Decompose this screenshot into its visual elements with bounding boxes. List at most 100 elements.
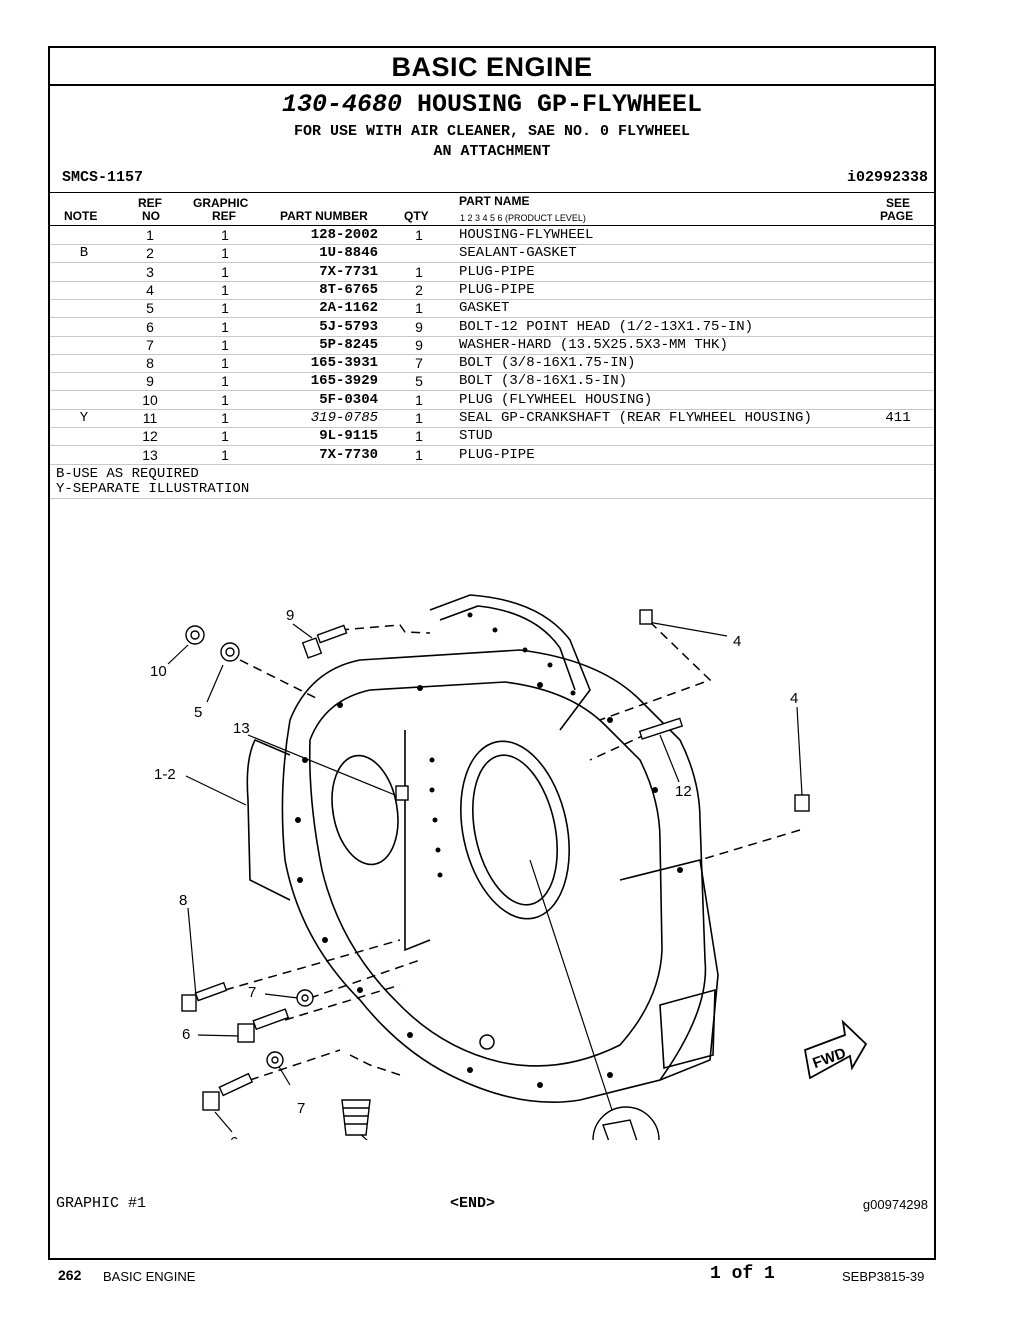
callout-8: 8 [179, 892, 187, 909]
group-part-number: 130-4680 [281, 90, 402, 119]
col-product-level: 1 2 3 4 5 6 (PRODUCT LEVEL) [460, 213, 586, 223]
cell-graphic: 1 [221, 391, 229, 408]
cell-part-number: 5P-8245 [319, 336, 378, 353]
col-graphic-2: REF [212, 209, 236, 223]
cell-ref: 3 [146, 263, 154, 280]
cell-name: SEALANT-GASKET [459, 245, 577, 262]
cell-graphic: 1 [221, 318, 229, 335]
cell-name: PLUG-PIPE [459, 263, 535, 280]
cell-qty: 1 [415, 227, 423, 243]
cell-name: PLUG-PIPE [459, 446, 535, 463]
cell-part-number: 7X-7731 [319, 263, 378, 280]
cell-part-number: 128-2002 [310, 227, 378, 243]
group-name: HOUSING GP-FLYWHEEL [417, 90, 703, 119]
cell-part-number: 319-0785 [310, 410, 378, 426]
cell-ref: 10 [142, 391, 158, 408]
footer-page-number: 262 [58, 1267, 82, 1283]
section-title-bar: BASIC ENGINE [50, 48, 934, 86]
callout-labels: 9 10 5 13 1-2 8 7 6 7 6 3 11 4 4 12 [150, 607, 798, 1140]
callout-13: 13 [233, 720, 250, 737]
cell-ref: 1 [146, 227, 154, 243]
callout-4b: 4 [790, 690, 798, 707]
callout-6b: 6 [230, 1134, 238, 1140]
cell-qty: 7 [415, 355, 423, 372]
footnote-b: B-USE AS REQUIRED [56, 466, 199, 482]
cell-name: BOLT-12 POINT HEAD (1/2-13X1.75-IN) [459, 318, 754, 335]
cell-graphic: 1 [221, 355, 229, 372]
col-ref-1: REF [138, 196, 162, 210]
cell-name: STUD [459, 428, 493, 445]
group-subtitle-1: FOR USE WITH AIR CLEANER, SAE NO. 0 FLYW… [293, 123, 691, 140]
cell-ref: 8 [146, 355, 154, 372]
cell-ref: 9 [146, 373, 154, 390]
callout-7b: 7 [297, 1100, 305, 1117]
callout-12: 12 [675, 783, 692, 800]
end-marker: <END> [450, 1195, 496, 1212]
cell-qty: 5 [415, 373, 423, 390]
footer-doc-id: SEBP3815-39 [842, 1269, 925, 1284]
cell-name: GASKET [459, 300, 510, 317]
group-subtitle-2: AN ATTACHMENT [433, 143, 551, 160]
cell-name: PLUG (FLYWHEEL HOUSING) [459, 391, 653, 408]
cell-qty: 1 [415, 300, 423, 317]
col-see-1: SEE [886, 196, 911, 210]
table-row: 8 1 165-3931 7 BOLT (3/8-16X1.75-IN) [50, 354, 934, 374]
group-title: 130-4680 HOUSING GP-FLYWHEEL [50, 90, 934, 119]
col-graphic-1: GRAPHIC [193, 196, 249, 210]
col-note: NOTE [64, 209, 98, 223]
cell-qty: 1 [415, 410, 423, 426]
cell-graphic: 1 [221, 428, 229, 445]
section-title: BASIC ENGINE [391, 52, 593, 82]
cell-name: PLUG-PIPE [459, 281, 535, 298]
callout-1-2: 1-2 [154, 766, 176, 783]
cell-name: BOLT (3/8-16X1.75-IN) [459, 355, 636, 372]
cell-graphic: 1 [221, 300, 229, 317]
cell-name: BOLT (3/8-16X1.5-IN) [459, 373, 628, 390]
col-see-2: PAGE [880, 209, 914, 223]
col-part-number: PART NUMBER [280, 209, 368, 223]
cell-part-number: 5F-0304 [319, 391, 378, 408]
cell-ref: 11 [142, 410, 158, 426]
cell-part-number: 165-3929 [310, 373, 378, 390]
cell-name: WASHER-HARD (13.5X25.5X3-MM THK) [459, 336, 728, 353]
cell-qty: 9 [415, 336, 423, 353]
footnote-y: Y-SEPARATE ILLUSTRATION [56, 481, 250, 497]
fwd-arrow-icon: FWD [803, 1019, 868, 1080]
header-rule [50, 192, 934, 193]
cell-qty: 1 [415, 428, 423, 445]
graphic-id: g00974298 [862, 1197, 928, 1212]
callout-6a: 6 [182, 1026, 190, 1043]
callout-7a: 7 [248, 984, 256, 1001]
cell-qty: 2 [415, 281, 423, 298]
cell-part-number: 165-3931 [310, 355, 378, 372]
callout-10: 10 [150, 663, 167, 680]
footer-section: BASIC ENGINE [103, 1269, 196, 1284]
col-ref-2: NO [142, 209, 160, 223]
cell-ref: 2 [146, 245, 154, 262]
cell-ref: 13 [142, 446, 158, 463]
cell-graphic: 1 [221, 245, 229, 262]
cell-graphic: 1 [221, 373, 229, 390]
cell-graphic: 1 [221, 263, 229, 280]
cell-name: SEAL GP-CRANKSHAFT (REAR FLYWHEEL HOUSIN… [459, 410, 812, 426]
footnote-rule [50, 498, 934, 499]
cell-graphic: 1 [221, 410, 229, 426]
callout-9: 9 [286, 607, 294, 624]
cell-qty: 9 [415, 318, 423, 335]
cell-part-number: 5J-5793 [319, 318, 378, 335]
col-part-name: PART NAME [459, 194, 530, 208]
cell-qty: 1 [415, 446, 423, 463]
table-row: 9 1 165-3929 5 BOLT (3/8-16X1.5-IN) [50, 372, 934, 392]
cell-graphic: 1 [221, 446, 229, 463]
cell-part-number: 8T-6765 [319, 281, 378, 298]
graphic-label: GRAPHIC #1 [56, 1195, 147, 1212]
cell-note: Y [79, 410, 89, 426]
